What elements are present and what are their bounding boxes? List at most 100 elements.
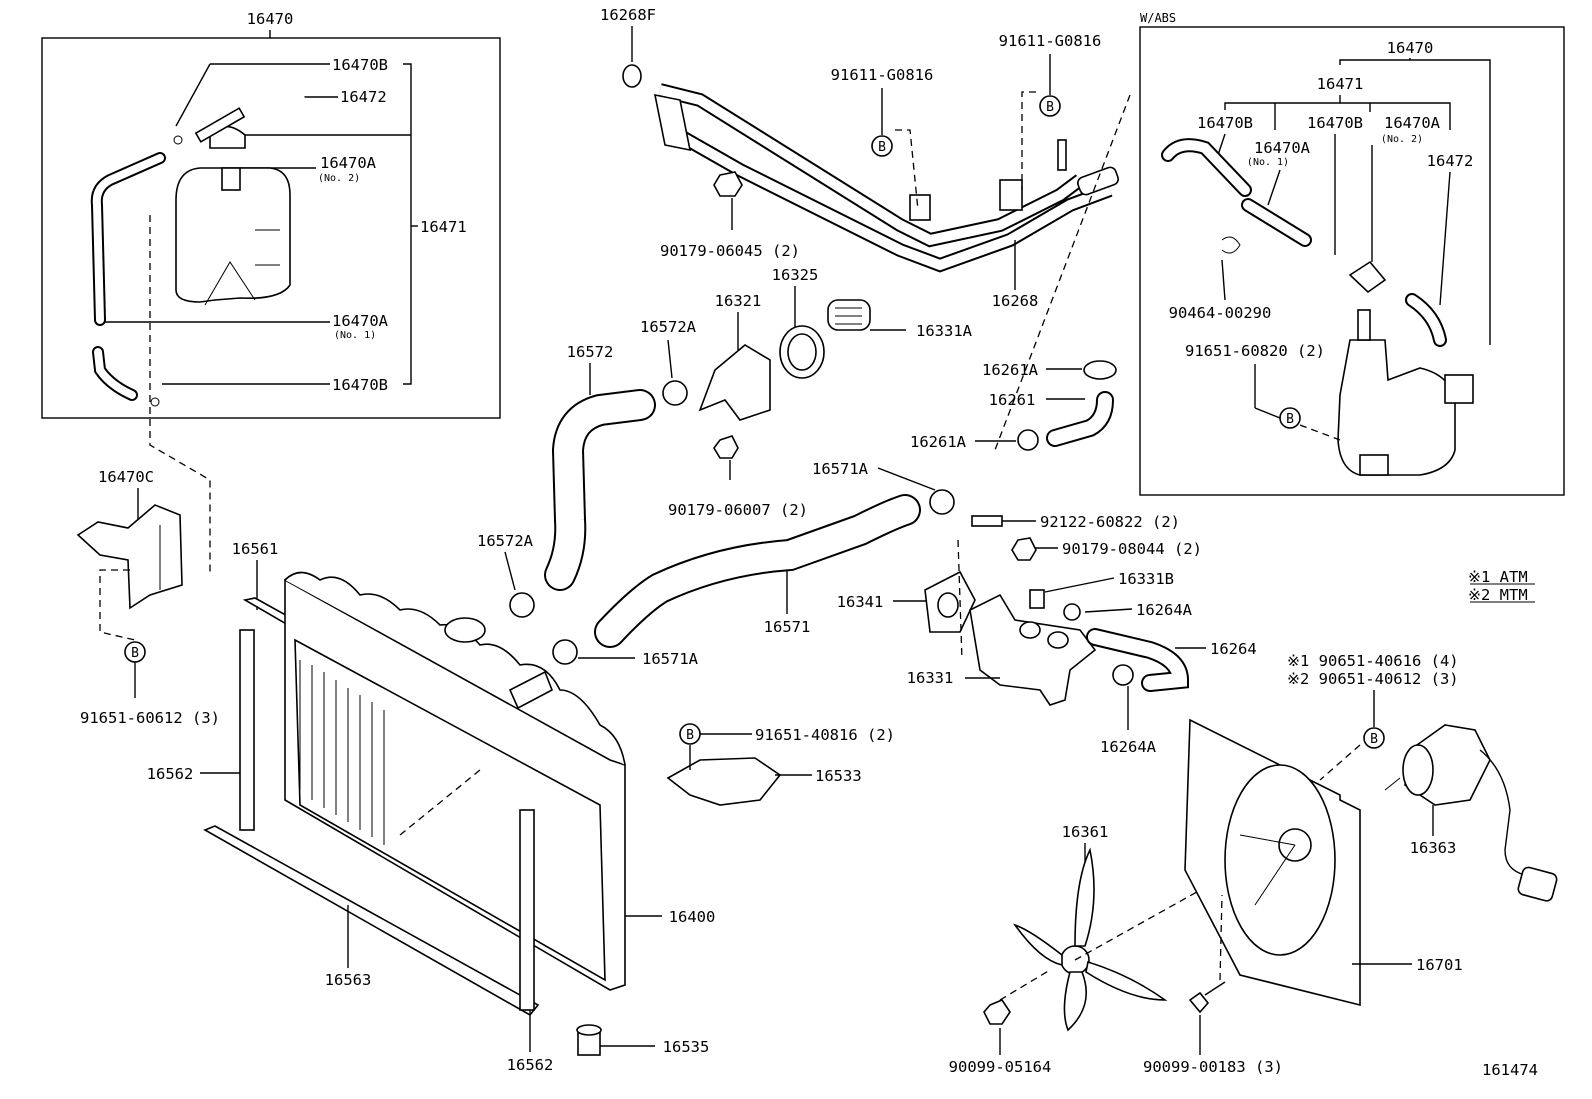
label-90099-00183: 90099-00183 (3)	[1143, 1058, 1283, 1076]
abs-title: W/ABS	[1140, 11, 1176, 25]
label-16470A-1-note: (No. 2)	[318, 173, 360, 184]
label-16572A-a: 16572A	[640, 318, 697, 336]
label-16571A-b: 16571A	[642, 650, 699, 668]
label-16470A-2-note: (No. 1)	[334, 330, 376, 341]
thermostat-group: 16325 16331A 16321 90179-06007 (2) 16572…	[477, 266, 973, 618]
label-90099-05164: 90099-05164	[949, 1058, 1052, 1076]
label-16331: 16331	[907, 669, 954, 687]
abs-label-16472: 16472	[1427, 152, 1474, 170]
abs-reservoir-tank	[1337, 339, 1456, 476]
stud-92122	[971, 515, 1003, 527]
abs-label-16470A-a-note: (No. 1)	[1247, 157, 1289, 168]
legend-atm: ※1 ATM	[1468, 568, 1528, 586]
label-16261A-b: 16261A	[910, 433, 967, 451]
label-16325: 16325	[772, 266, 819, 284]
svg-text:B: B	[1046, 100, 1054, 115]
label-16470B-2: 16470B	[332, 376, 388, 394]
abs-label-16471: 16471	[1317, 75, 1364, 93]
label-16341: 16341	[837, 593, 884, 611]
callout-b-icon	[1363, 727, 1385, 749]
clamp-16571A-a	[929, 489, 955, 515]
label-16470: 16470	[247, 10, 294, 28]
label-16361: 16361	[1062, 823, 1109, 841]
svg-text:B: B	[1286, 412, 1294, 427]
label-16571A-a: 16571A	[812, 460, 869, 478]
label-16331A: 16331A	[916, 322, 973, 340]
svg-text:B: B	[686, 728, 694, 743]
label-16562-a: 16562	[147, 765, 194, 783]
label-92122-60822: 92122-60822 (2)	[1040, 513, 1180, 531]
thermostat	[827, 299, 871, 331]
spring-16331B	[1029, 589, 1045, 609]
label-90179-06045: 90179-06045 (2)	[660, 242, 800, 260]
abs-label-91651-60820: 91651-60820 (2)	[1185, 342, 1325, 360]
abs-label-16470B-a: 16470B	[1197, 114, 1253, 132]
label-16571: 16571	[764, 618, 811, 636]
label-16268: 16268	[992, 292, 1039, 310]
label-16264A-b: 16264A	[1100, 738, 1157, 756]
label-91611-G0816-b: 91611-G0816	[999, 32, 1102, 50]
abs-inset: W/ABS 16470 16471 16470B 16470A (No. 1) …	[994, 11, 1565, 496]
oring-16268F	[622, 64, 642, 88]
label-16331B: 16331B	[1118, 570, 1174, 588]
svg-text:B: B	[131, 646, 139, 661]
clamp-16572A-a	[662, 380, 688, 406]
reservoir-tank	[175, 167, 291, 303]
label-16562-b: 16562	[507, 1056, 554, 1074]
hose-16571: 16571 16571A 16571A	[552, 460, 955, 668]
svg-text:B: B	[1370, 732, 1378, 747]
clamp-16572A-b	[509, 592, 535, 618]
label-90179-08044: 90179-08044 (2)	[1062, 540, 1202, 558]
label-16470A-2: 16470A	[332, 312, 389, 330]
label-90651-40612: ※2 90651-40612 (3)	[1287, 670, 1459, 688]
label-16470B-1: 16470B	[332, 56, 388, 74]
label-16701: 16701	[1416, 956, 1463, 974]
diagram-id: 161474	[1482, 1061, 1538, 1079]
label-16572: 16572	[567, 343, 614, 361]
abs-label-16470B-b: 16470B	[1307, 114, 1363, 132]
radiator: 16561 16562	[147, 540, 716, 1074]
legend: ※1 ATM ※2 MTM	[1468, 568, 1535, 604]
label-16533: 16533	[815, 767, 862, 785]
abs-label-16470A-b: 16470A	[1384, 114, 1441, 132]
clamp-16261A-a	[1083, 360, 1117, 380]
radiator-cap	[444, 617, 486, 643]
callout-b-icon	[1039, 95, 1061, 117]
water-outlet-group: 16261A 16261 16261A 92122-60822 (2) 9017…	[837, 360, 1257, 756]
water-pipe-16268: 16268F 90179-06045 (2) 16268 91611-G0816…	[600, 6, 1119, 310]
svg-text:B: B	[878, 140, 886, 155]
label-91651-60612: 91651-60612 (3)	[80, 709, 220, 727]
label-91611-G0816-a: 91611-G0816	[831, 66, 934, 84]
bracket-16470C: 16470C B 91651-60612 (3)	[76, 468, 220, 727]
abs-label-16470: 16470	[1387, 39, 1434, 57]
reservoir-inset: 16470 16470B 16472 16470A (No. 2) 16471 …	[41, 10, 501, 575]
label-16535: 16535	[663, 1038, 710, 1056]
label-16261A-a: 16261A	[982, 361, 1039, 379]
label-90179-06007: 90179-06007 (2)	[668, 501, 808, 519]
label-16264A-a: 16264A	[1136, 601, 1193, 619]
label-16470C: 16470C	[98, 468, 154, 486]
nut-90179-06045	[713, 171, 743, 197]
abs-label-16470A-b-note: (No. 2)	[1381, 134, 1423, 145]
label-16261: 16261	[989, 391, 1036, 409]
label-16561: 16561	[232, 540, 279, 558]
label-16400: 16400	[669, 908, 716, 926]
callout-b-icon	[871, 135, 893, 157]
label-16472-1: 16472	[340, 88, 387, 106]
label-16264: 16264	[1210, 640, 1257, 658]
nut-90179-08044	[1011, 537, 1037, 561]
legend-mtm: ※2 MTM	[1468, 586, 1528, 604]
nut-90099-05164	[983, 999, 1011, 1025]
label-90651-40616: ※1 90651-40616 (4)	[1287, 652, 1459, 670]
clamp-16261A-b	[1017, 429, 1039, 451]
label-16268F: 16268F	[600, 6, 656, 24]
bracket-16533: B 91651-40816 (2) 16533	[666, 723, 895, 806]
label-91651-40816: 91651-40816 (2)	[755, 726, 895, 744]
clamp-16264A-b	[1112, 664, 1134, 686]
label-16470A-1: 16470A	[320, 154, 377, 172]
label-16321: 16321	[715, 292, 762, 310]
water-inlet-16321	[698, 344, 771, 421]
abs-label-16470A-a: 16470A	[1254, 139, 1311, 157]
bolt-90099-00183	[1188, 991, 1210, 1014]
